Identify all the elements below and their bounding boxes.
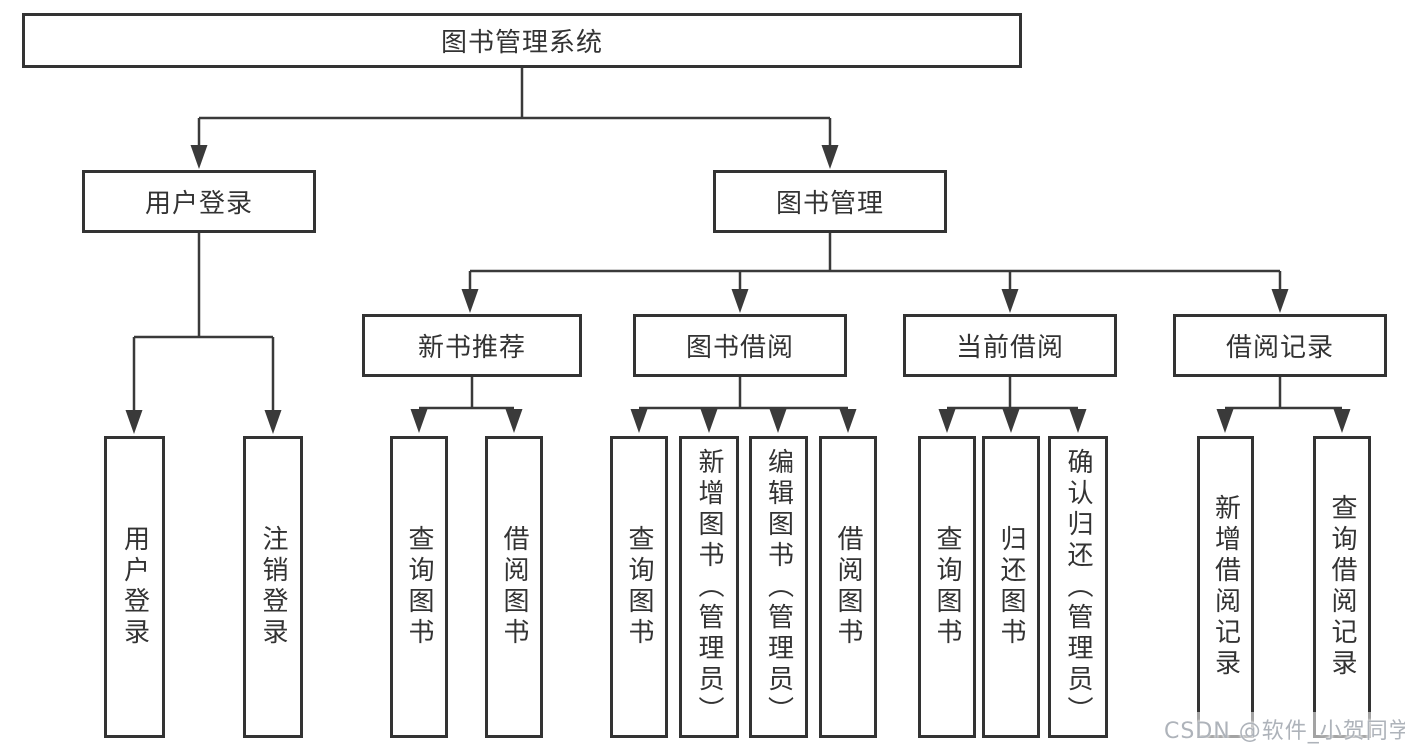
node-borrowing-records-label: 借阅记录 <box>1225 333 1334 363</box>
arrowhead <box>731 289 749 313</box>
connector-book-borrowing-to-leaves <box>630 377 857 433</box>
leaf-query-books-borrowing-label: 查询图书 <box>624 525 654 649</box>
connector-root-to-level2 <box>190 68 839 169</box>
leaf-return-books: 归还图书 <box>982 436 1040 738</box>
node-user-login: 用户登录 <box>82 170 316 233</box>
node-current-borrowing: 当前借阅 <box>903 314 1117 377</box>
leaf-confirm-return-admin: 确认归还（管理员） <box>1048 436 1108 738</box>
leaf-user-login-label: 用户登录 <box>119 525 150 649</box>
connector-borrowing-records-to-leaves <box>1216 377 1351 433</box>
node-current-borrowing-label: 当前借阅 <box>955 333 1064 363</box>
leaf-user-login: 用户登录 <box>104 436 165 738</box>
node-user-login-label: 用户登录 <box>144 189 253 219</box>
leaf-borrow-books-recommend: 借阅图书 <box>485 436 543 738</box>
node-new-book-recommend: 新书推荐 <box>362 314 582 377</box>
arrowhead <box>125 410 143 434</box>
leaf-logout-label: 注销登录 <box>258 525 288 649</box>
arrowhead <box>938 409 956 433</box>
arrowhead <box>1216 409 1234 433</box>
arrowhead <box>1271 289 1289 313</box>
node-book-borrowing: 图书借阅 <box>633 314 847 377</box>
leaf-return-books-label: 归还图书 <box>996 525 1026 649</box>
leaf-edit-books-admin: 编辑图书（管理员） <box>749 436 808 738</box>
leaf-query-borrow-record-label: 查询借阅记录 <box>1327 494 1357 680</box>
arrowhead <box>1002 409 1020 433</box>
connector-new-book-recommend-to-leaves <box>410 377 523 433</box>
leaf-edit-books-admin-label: 编辑图书（管理员） <box>763 447 794 727</box>
arrowhead <box>410 409 428 433</box>
leaf-logout: 注销登录 <box>243 436 303 738</box>
leaf-borrow-books-recommend-label: 借阅图书 <box>499 525 529 649</box>
leaf-borrow-books-borrowing: 借阅图书 <box>819 436 877 738</box>
arrowhead <box>821 145 839 169</box>
node-book-management-label: 图书管理 <box>775 189 884 219</box>
leaf-query-books-recommend-label: 查询图书 <box>404 525 434 649</box>
leaf-query-books-borrowing: 查询图书 <box>610 436 668 738</box>
arrowhead <box>769 409 787 433</box>
arrowhead <box>190 145 208 169</box>
arrowhead <box>1333 409 1351 433</box>
leaf-confirm-return-admin-label: 确认归还（管理员） <box>1063 447 1093 727</box>
node-book-management: 图书管理 <box>713 170 947 233</box>
leaf-borrow-books-borrowing-label: 借阅图书 <box>833 525 863 649</box>
node-borrowing-records: 借阅记录 <box>1173 314 1387 377</box>
arrowhead <box>264 410 282 434</box>
leaf-query-books-current-label: 查询图书 <box>932 525 962 649</box>
connector-user-login-to-leaves <box>125 233 282 434</box>
arrowhead <box>1001 289 1019 313</box>
node-book-borrowing-label: 图书借阅 <box>685 333 794 363</box>
leaf-add-books-admin-label: 新增图书（管理员） <box>694 447 724 727</box>
node-root-label: 图书管理系统 <box>440 28 603 58</box>
csdn-watermark: CSDN @软件_小贺同学 <box>1160 712 1405 746</box>
arrowhead <box>839 409 857 433</box>
leaf-query-books-current: 查询图书 <box>918 436 976 738</box>
connector-current-borrowing-to-leaves <box>938 377 1087 433</box>
leaf-query-borrow-record: 查询借阅记录 <box>1313 436 1371 738</box>
connector-book-management-to-level3 <box>461 233 1289 313</box>
leaf-add-books-admin: 新增图书（管理员） <box>679 436 739 738</box>
node-root: 图书管理系统 <box>22 13 1022 68</box>
arrowhead <box>505 409 523 433</box>
arrowhead <box>461 289 479 313</box>
arrowhead <box>630 409 648 433</box>
node-new-book-recommend-label: 新书推荐 <box>417 333 526 363</box>
leaf-add-borrow-record: 新增借阅记录 <box>1197 436 1254 738</box>
arrowhead <box>1069 409 1087 433</box>
leaf-query-books-recommend: 查询图书 <box>390 436 448 738</box>
leaf-add-borrow-record-label: 新增借阅记录 <box>1210 494 1241 680</box>
arrowhead <box>700 409 718 433</box>
